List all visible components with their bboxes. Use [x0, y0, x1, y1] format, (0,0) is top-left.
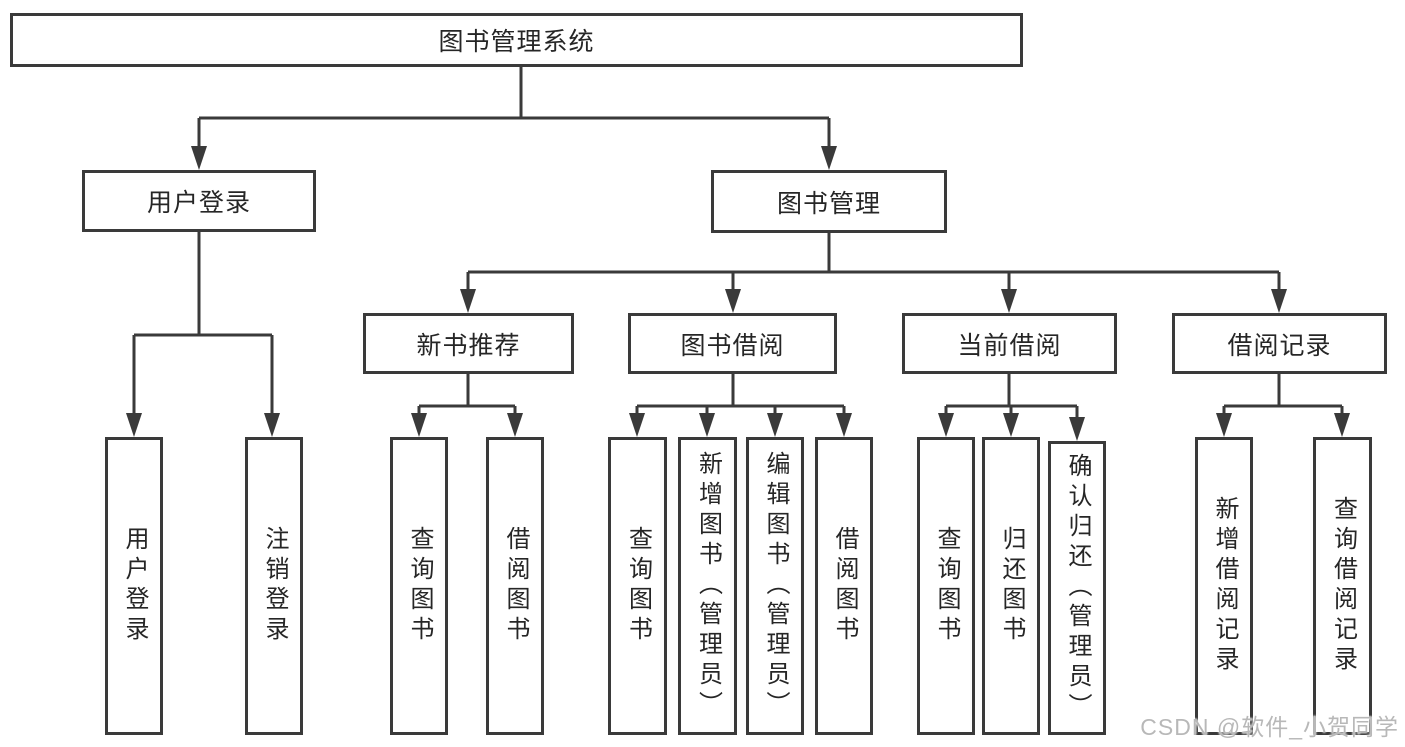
- connector-borrowing-records-to-leaves: [1216, 374, 1350, 437]
- leaf-borrow-books-borrowing: 借阅图书: [815, 437, 873, 735]
- leaf-add-book-admin: 新增图书（管理员）: [678, 437, 737, 735]
- leaf-confirm-return-admin: 确认归还（管理员）: [1048, 441, 1106, 735]
- connector-book-management-to-level3: [460, 232, 1287, 313]
- leaf-query-borrow-record: 查询借阅记录: [1313, 437, 1372, 735]
- connector-user-login-to-leaves: [126, 232, 280, 437]
- node-user-login: 用户登录: [82, 170, 316, 232]
- node-library-system: 图书管理系统: [10, 13, 1023, 67]
- connector-book-borrowing-to-leaves: [629, 374, 852, 437]
- node-book-management: 图书管理: [711, 170, 947, 233]
- leaf-edit-book-admin: 编辑图书（管理员）: [746, 437, 804, 735]
- node-borrowing-records: 借阅记录: [1172, 313, 1387, 374]
- csdn-watermark: CSDN @软件_小贺同学: [1140, 714, 1399, 740]
- connector-root-to-level2: [191, 67, 837, 170]
- connector-new-book-recommend-to-leaves: [411, 374, 523, 437]
- leaf-borrow-books-recommend: 借阅图书: [486, 437, 544, 735]
- node-current-borrowing: 当前借阅: [902, 313, 1117, 374]
- connector-current-borrowing-to-leaves: [938, 374, 1085, 441]
- leaf-logout: 注销登录: [245, 437, 303, 735]
- leaf-query-books-current: 查询图书: [917, 437, 975, 735]
- leaf-return-books: 归还图书: [982, 437, 1040, 735]
- leaf-user-login: 用户登录: [105, 437, 163, 735]
- leaf-query-books-borrowing: 查询图书: [608, 437, 667, 735]
- leaf-add-borrow-record: 新增借阅记录: [1195, 437, 1253, 735]
- node-book-borrowing: 图书借阅: [628, 313, 837, 374]
- leaf-query-books-recommend: 查询图书: [390, 437, 448, 735]
- node-new-book-recommend: 新书推荐: [363, 313, 574, 374]
